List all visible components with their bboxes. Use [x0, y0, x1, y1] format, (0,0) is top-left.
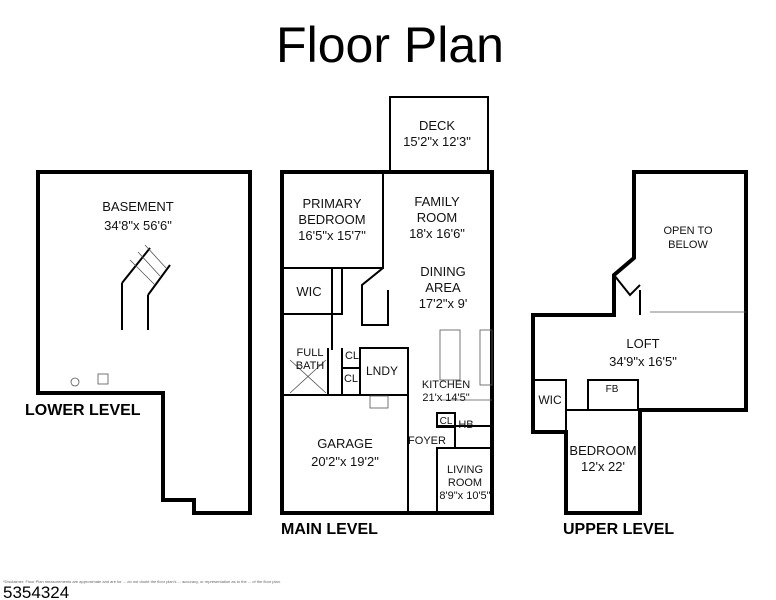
- primary-bedroom-size: 16'5"x 15'7": [298, 228, 366, 243]
- bedroom-size: 12'x 22': [581, 459, 625, 474]
- bedroom-name: BEDROOM: [569, 443, 636, 458]
- loft-name: LOFT: [626, 336, 659, 351]
- kitchen-name: KITCHEN: [422, 379, 470, 391]
- kitchen-fixtures: [289, 329, 493, 409]
- foyer-name: FOYER: [408, 435, 446, 447]
- primary-bedroom-name: PRIMARY: [303, 196, 362, 211]
- family-room-size: 18'x 16'6": [409, 226, 465, 241]
- garage-size: 20'2"x 19'2": [311, 454, 379, 469]
- upper-wic-name: WIC: [538, 393, 562, 407]
- full-bath-name2: BATH: [296, 360, 325, 372]
- open-to-below-name2: BELOW: [668, 239, 708, 251]
- disclaimer-text: *Disclaimer: Floor Plan measurements are…: [3, 579, 281, 584]
- utility-icon: [70, 377, 80, 387]
- main-interior-walls: [282, 172, 492, 513]
- garage-name: GARAGE: [317, 436, 373, 451]
- deck-size: 15'2"x 12'3": [403, 134, 471, 149]
- main-level: DECK 15'2"x 12'3" PRIMARY BEDROOM 16'5"x…: [280, 96, 494, 538]
- half-bath-name: HB: [458, 419, 473, 431]
- dining-area-name2: AREA: [425, 280, 461, 295]
- deck-name: DECK: [419, 118, 455, 133]
- closet-1-name: CL: [345, 350, 359, 362]
- dining-area-name: DINING: [420, 264, 466, 279]
- dining-area-size: 17'2"x 9': [419, 296, 468, 311]
- lower-level-label: LOWER LEVEL: [25, 402, 141, 419]
- family-room-name: FAMILY: [414, 194, 460, 209]
- page-title: Floor Plan: [276, 17, 504, 73]
- laundry-name: LNDY: [366, 364, 398, 378]
- closet-3-name: CL: [440, 416, 453, 427]
- upper-level: OPEN TO BELOW LOFT 34'9"x 16'5" WIC FB B…: [531, 170, 748, 538]
- closet-2-name: CL: [344, 373, 358, 385]
- full-bath-name: FULL: [297, 347, 324, 359]
- basement-size: 34'8"x 56'6": [104, 218, 172, 233]
- lower-level: BASEMENT 34'8"x 56'6" LOWER LEVEL: [25, 170, 252, 515]
- upper-interior-walls: [533, 172, 746, 432]
- loft-size: 34'9"x 16'5": [609, 354, 677, 369]
- open-to-below-name: OPEN TO: [663, 225, 713, 237]
- listing-id: 5354324: [3, 583, 69, 600]
- full-bath-upper-name: FB: [606, 384, 619, 395]
- lower-level-outline: [36, 170, 252, 515]
- family-room-name2: ROOM: [417, 210, 457, 225]
- main-level-label: MAIN LEVEL: [281, 521, 378, 538]
- upper-level-label: UPPER LEVEL: [563, 521, 674, 538]
- wic-name: WIC: [296, 284, 321, 299]
- utility-box: [97, 373, 109, 385]
- living-room-size: 8'9"x 10'5": [439, 490, 490, 502]
- living-room-name2: ROOM: [448, 477, 482, 489]
- basement-name: BASEMENT: [102, 199, 174, 214]
- basement-stairs: [121, 244, 171, 330]
- living-room-name: LIVING: [447, 464, 483, 476]
- primary-bedroom-name2: BEDROOM: [298, 212, 365, 227]
- kitchen-size: 21'x 14'5": [422, 392, 469, 404]
